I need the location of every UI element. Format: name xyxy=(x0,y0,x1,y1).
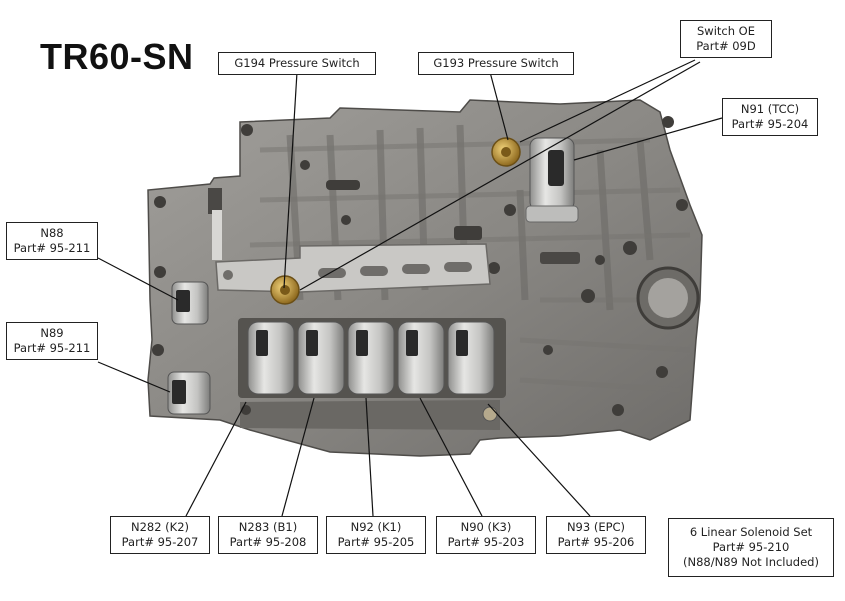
leader-n88 xyxy=(97,257,179,301)
label-n88: N88 Part# 95-211 xyxy=(6,222,98,260)
solenoid-n283 xyxy=(297,321,345,395)
label-n90-part: Part# 95-203 xyxy=(447,535,525,549)
leader-g194 xyxy=(283,71,298,289)
leader-lines xyxy=(97,59,723,517)
label-set-name: 6 Linear Solenoid Set xyxy=(689,525,813,539)
leader-n91 xyxy=(573,117,723,161)
leader-switch-oe-2 xyxy=(299,61,701,291)
solenoid-n92 xyxy=(347,321,395,395)
label-n92: N92 (K1) Part# 95-205 xyxy=(326,516,426,554)
label-g193: G193 Pressure Switch xyxy=(418,52,574,75)
solenoid-n89 xyxy=(167,371,211,415)
leader-n89 xyxy=(97,361,171,393)
label-n283-part: Part# 95-208 xyxy=(229,535,307,549)
linear-solenoid-row xyxy=(238,318,506,430)
label-switch-oe: Switch OE Part# 09D xyxy=(680,20,772,58)
label-n89-part: Part# 95-211 xyxy=(13,341,91,355)
label-set-note: (N88/N89 Not Included) xyxy=(683,555,819,569)
solenoid-n90 xyxy=(397,321,445,395)
leader-n90 xyxy=(419,397,483,517)
label-n91-part: Part# 95-204 xyxy=(731,117,809,131)
label-n93-name: N93 (EPC) xyxy=(566,520,626,534)
label-switch-oe-name: Switch OE xyxy=(697,24,755,38)
label-n89: N89 Part# 95-211 xyxy=(6,322,98,360)
label-set-part: Part# 95-210 xyxy=(712,540,790,554)
label-n93-part: Part# 95-206 xyxy=(557,535,635,549)
label-n90: N90 (K3) Part# 95-203 xyxy=(436,516,536,554)
solenoid-n91 xyxy=(525,137,579,223)
label-n91-name: N91 (TCC) xyxy=(740,102,800,116)
solenoid-n88 xyxy=(171,281,209,325)
leader-n92 xyxy=(365,397,374,517)
solenoid-n282 xyxy=(247,321,295,395)
leader-g193 xyxy=(489,71,509,141)
label-n88-part: Part# 95-211 xyxy=(13,241,91,255)
label-n283-name: N283 (B1) xyxy=(238,520,298,534)
label-n282-part: Part# 95-207 xyxy=(121,535,199,549)
label-n91: N91 (TCC) Part# 95-204 xyxy=(722,98,818,136)
solenoid-n93 xyxy=(447,321,495,395)
leader-switch-oe-1 xyxy=(519,59,696,143)
pressure-switch-g194 xyxy=(270,275,300,305)
leader-n282 xyxy=(185,401,247,517)
leader-n93 xyxy=(487,403,591,517)
leader-n283 xyxy=(281,397,315,517)
label-solenoid-set: 6 Linear Solenoid Set Part# 95-210 (N88/… xyxy=(668,518,834,577)
label-n92-part: Part# 95-205 xyxy=(337,535,415,549)
label-n89-name: N89 xyxy=(40,326,64,340)
label-g194-name: G194 Pressure Switch xyxy=(234,56,360,70)
label-n282: N282 (K2) Part# 95-207 xyxy=(110,516,210,554)
label-n283: N283 (B1) Part# 95-208 xyxy=(218,516,318,554)
label-switch-oe-part: Part# 09D xyxy=(696,39,756,53)
pressure-switch-g193 xyxy=(491,137,521,167)
label-n93: N93 (EPC) Part# 95-206 xyxy=(546,516,646,554)
label-n90-name: N90 (K3) xyxy=(460,520,512,534)
label-g193-name: G193 Pressure Switch xyxy=(433,56,559,70)
label-g194: G194 Pressure Switch xyxy=(218,52,376,75)
label-n88-name: N88 xyxy=(40,226,64,240)
label-n282-name: N282 (K2) xyxy=(130,520,190,534)
diagram-title: TR60-SN xyxy=(40,36,194,77)
label-n92-name: N92 (K1) xyxy=(350,520,402,534)
